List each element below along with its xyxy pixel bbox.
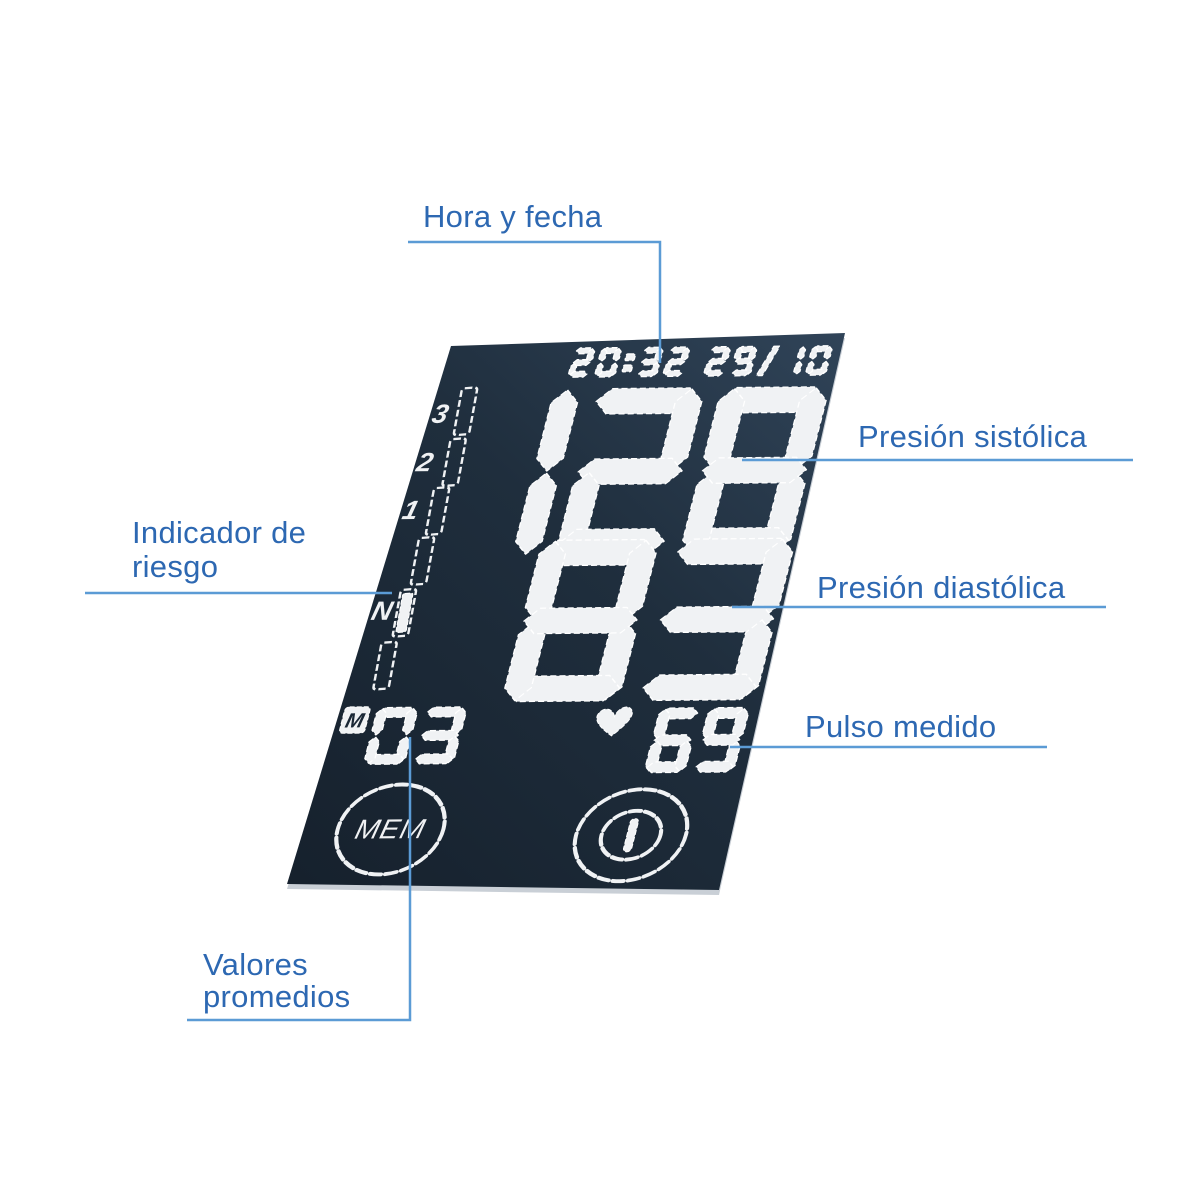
diastolic-value	[504, 537, 794, 703]
mem-button-label: MEM	[352, 814, 429, 845]
lcd-content: 3 2 1 N M MEM	[326, 345, 833, 884]
memory-count-value	[364, 706, 467, 765]
mem-button-ring	[334, 782, 447, 877]
mem-button[interactable]: MEM	[326, 782, 455, 877]
memory-indicator: M	[339, 706, 467, 765]
power-icon-bar	[623, 818, 639, 853]
risk-segment	[452, 386, 479, 437]
annotations: Hora y fecha Presión sistólica Presión d…	[85, 199, 1133, 1022]
label-pulse: Pulso medido	[805, 709, 996, 744]
risk-segment	[441, 437, 467, 488]
risk-level-2: 2	[413, 447, 437, 477]
risk-segment	[424, 486, 451, 536]
power-button-outer-ring	[572, 787, 690, 884]
time-display	[568, 346, 690, 378]
label-averages-line1: Valores	[203, 947, 308, 982]
risk-segment	[391, 587, 418, 638]
pulse-value	[644, 706, 749, 774]
label-systolic: Presión sistólica	[858, 419, 1088, 454]
power-button[interactable]	[564, 787, 697, 884]
label-diastolic: Presión diastólica	[817, 570, 1066, 605]
label-risk-line1: Indicador de	[132, 515, 306, 550]
risk-segment	[372, 640, 398, 691]
leader-averages	[187, 737, 412, 1022]
power-icon	[598, 808, 664, 862]
risk-segment	[409, 536, 436, 586]
label-averages-line2: promedios	[203, 979, 350, 1014]
risk-active-fill	[395, 592, 414, 634]
bp-monitor-display: 3 2 1 N M MEM	[287, 333, 845, 895]
label-time-date: Hora y fecha	[423, 199, 603, 234]
date-display	[703, 345, 833, 377]
leader-time-date	[408, 240, 662, 363]
heart-icon	[596, 706, 633, 737]
memory-m-box	[339, 706, 371, 734]
memory-m-label: M	[343, 709, 368, 732]
label-risk-line2: riesgo	[132, 549, 218, 584]
